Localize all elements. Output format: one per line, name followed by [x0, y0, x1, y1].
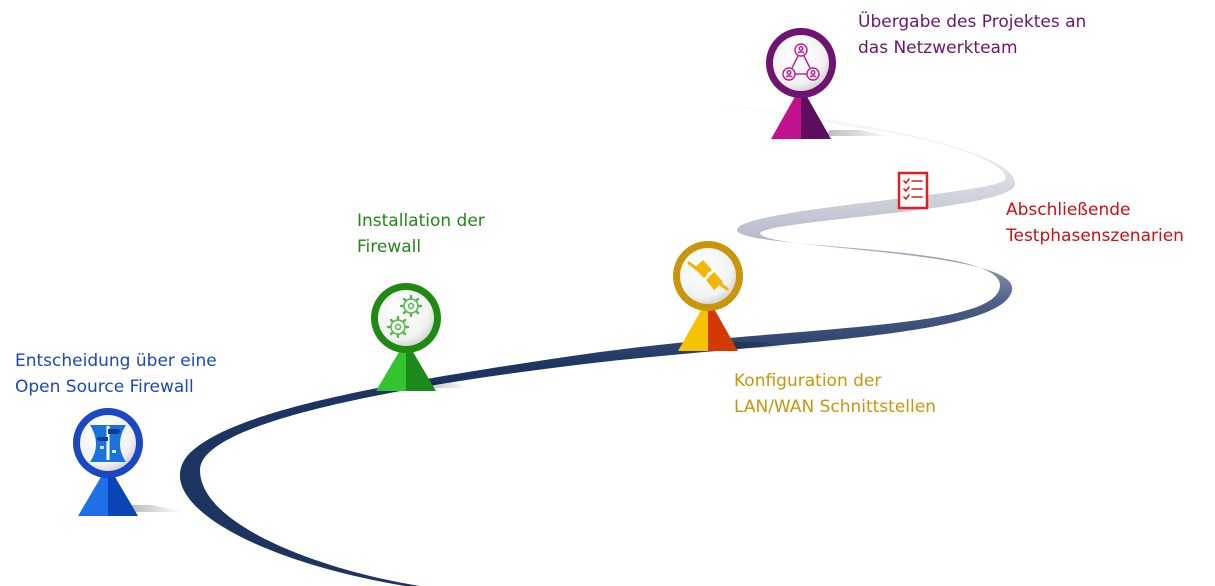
milestone-2-label: Installation der Firewall [357, 208, 485, 260]
milestone-1-label: Entscheidung über eine Open Source Firew… [15, 348, 217, 400]
checklist-icon [897, 171, 929, 210]
milestone-5-label: Übergabe des Projektes an das Netzwerkte… [858, 9, 1086, 61]
milestone-2-label-line2: Firewall [357, 237, 422, 257]
milestone-3-marker [673, 241, 790, 351]
milestone-3-label: Konfiguration der LAN/WAN Schnittstellen [734, 368, 936, 420]
signpost-icon [90, 425, 126, 462]
milestone-2-pin-right [406, 340, 436, 391]
milestone-5-label-line2: das Netzwerkteam [858, 38, 1018, 58]
gears-icon [386, 294, 423, 339]
milestone-2-pin-left [376, 340, 406, 391]
plug-icon [687, 260, 729, 291]
milestone-4-label-line2: Testphasenszenarien [1006, 226, 1184, 246]
road [179, 100, 1016, 586]
milestone-5-pin-right [801, 86, 831, 139]
milestone-4-label: Abschließende Testphasenszenarien [1006, 197, 1184, 249]
milestone-1-pin-left [78, 465, 108, 516]
milestone-3-pin-right [708, 298, 738, 351]
milestone-2-marker [371, 283, 470, 391]
milestone-5-marker [766, 28, 890, 139]
milestone-1-label-line2: Open Source Firewall [15, 377, 194, 397]
team-network-icon [782, 43, 820, 81]
milestone-2-label-line1: Installation der [357, 211, 485, 231]
milestone-5-label-line1: Übergabe des Projektes an [858, 12, 1087, 32]
milestone-3-pin-left [678, 298, 708, 351]
milestone-3-label-line2: LAN/WAN Schnittstellen [734, 397, 936, 417]
milestone-4-label-line1: Abschließende [1006, 200, 1131, 220]
milestone-1-label-line1: Entscheidung über eine [15, 351, 217, 371]
milestone-1-marker [73, 408, 184, 516]
milestone-3-label-line1: Konfiguration der [734, 371, 882, 391]
milestone-5-pin-left [771, 86, 801, 139]
milestone-1-pin-right [108, 465, 138, 516]
